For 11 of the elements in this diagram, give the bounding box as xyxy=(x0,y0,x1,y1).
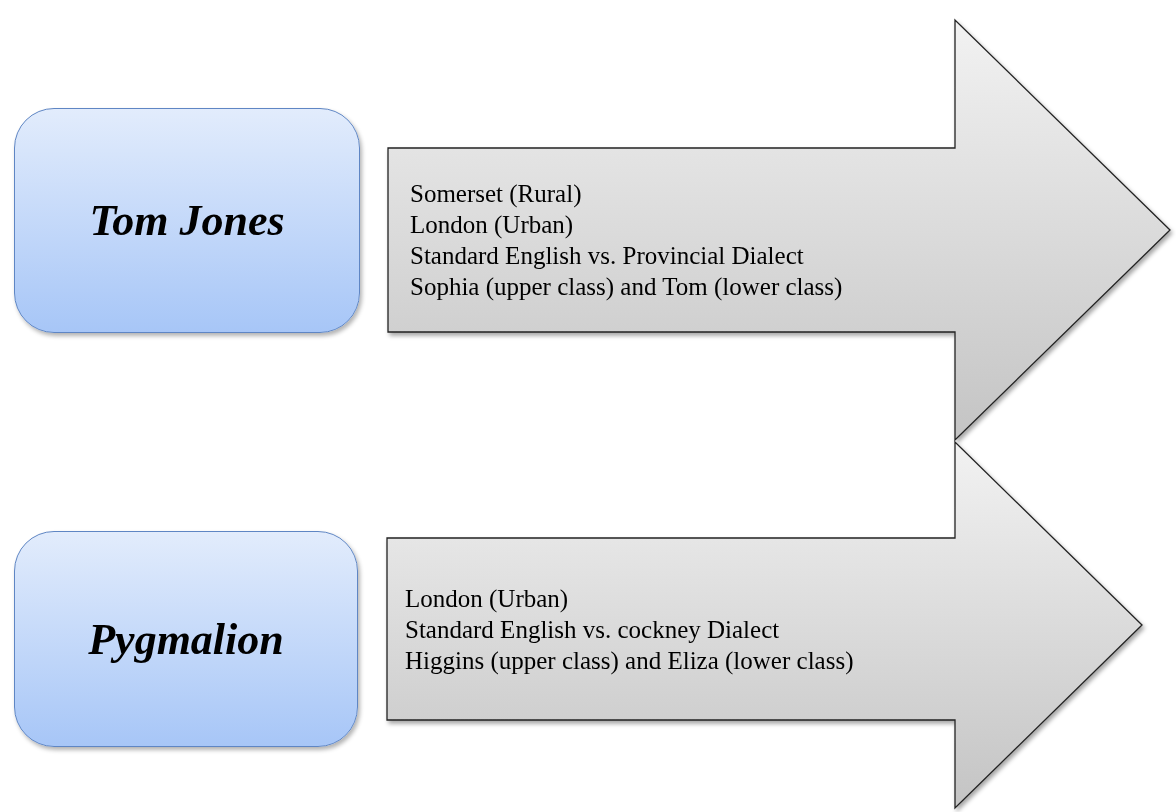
list-item-text: Standard English vs. Provincial Dialect xyxy=(410,241,804,271)
title-text: Pygmalion xyxy=(88,613,284,665)
rounded-box xyxy=(14,108,360,333)
rounded-box xyxy=(14,531,358,747)
list-item-text: Somerset (Rural) xyxy=(410,179,582,209)
list-item-text: Sophia (upper class) and Tom (lower class) xyxy=(410,272,843,302)
list-item-text: Standard English vs. cockney Dialect xyxy=(405,614,780,645)
list-item-text: London (Urban) xyxy=(405,583,569,614)
title-text: Tom Jones xyxy=(89,195,285,246)
list-item-text: London (Urban) xyxy=(410,210,574,240)
list-item-text: Higgins (upper class) and Eliza (lower class) xyxy=(405,645,854,676)
